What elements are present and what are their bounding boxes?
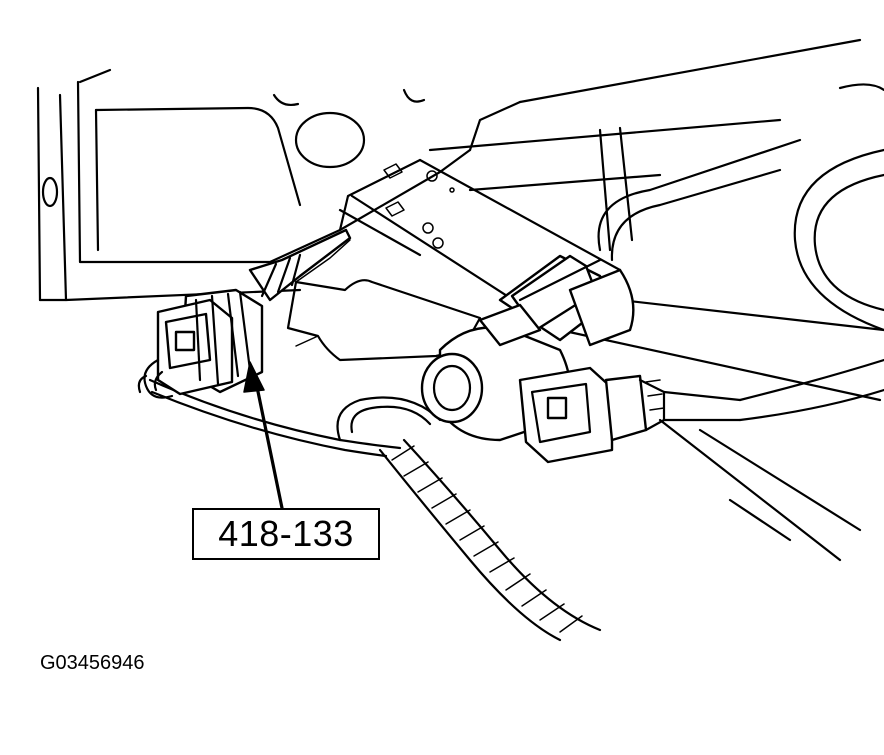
tool-number-callout: 418-133 [192, 508, 380, 560]
body-panel [36, 68, 522, 302]
wiring-harness [148, 378, 602, 642]
tool-connector [137, 228, 352, 399]
figure-id-label: G03456946 [40, 652, 145, 674]
leader-arrow [243, 361, 284, 510]
harness-connector-assembly [420, 254, 884, 464]
